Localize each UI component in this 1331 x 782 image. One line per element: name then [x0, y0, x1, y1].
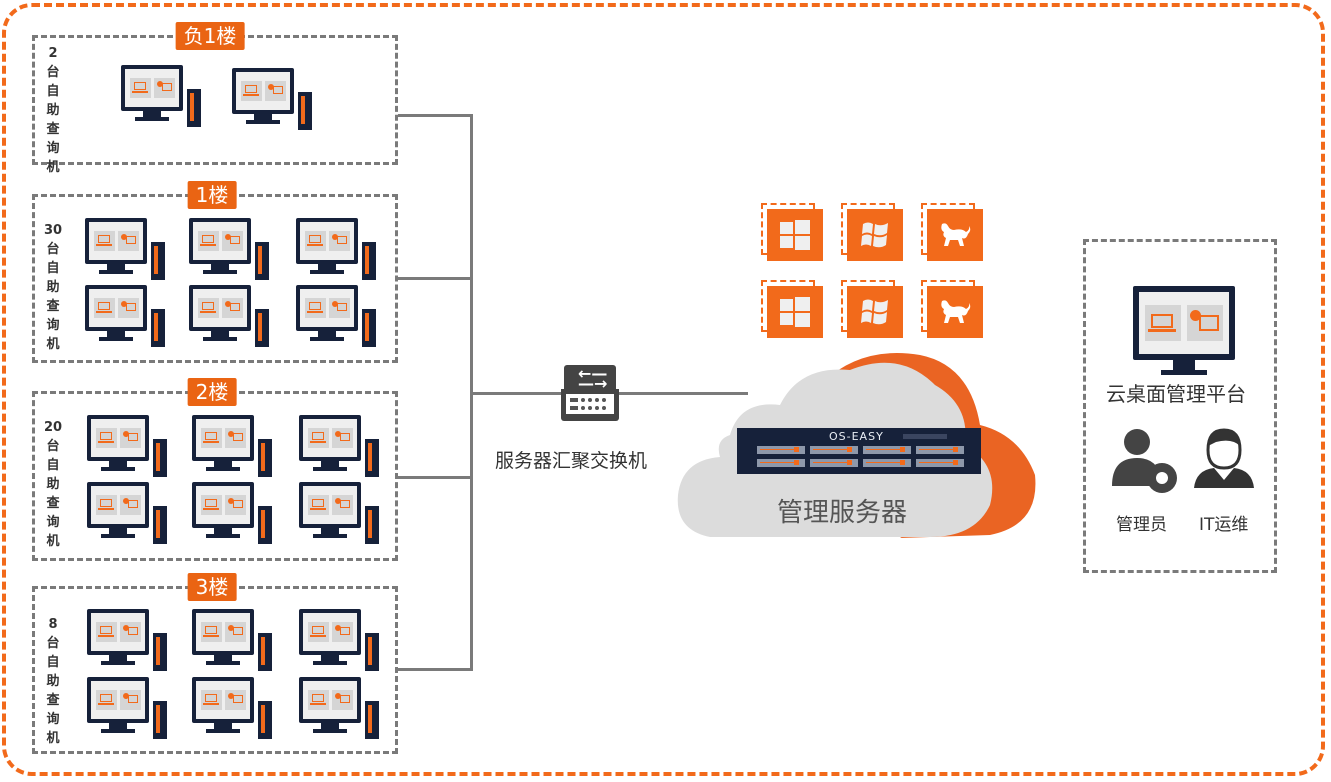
count-char: 询 [46, 712, 60, 727]
server-bay [863, 446, 911, 454]
floor-tag: 1楼 [187, 181, 237, 209]
terminal-count-label: 8 台 自 助 查 询 机 [41, 615, 65, 748]
count-char: 自 [46, 458, 60, 473]
count-char: 询 [46, 515, 60, 530]
kiosk-terminal-icon [85, 285, 171, 349]
kiosk-terminal-icon [121, 65, 207, 129]
count-char: 助 [46, 103, 60, 118]
terminal-count-label: 20 台 自 助 查 询 机 [41, 418, 65, 551]
connector-line [470, 392, 562, 395]
outer-boundary [2, 3, 1325, 776]
count-number: 2 [48, 46, 58, 61]
count-char: 台 [46, 65, 60, 80]
admin-role-label: 管理员 [1116, 515, 1167, 535]
connector-line [398, 277, 473, 280]
count-number: 30 [43, 223, 63, 238]
count-char: 询 [46, 318, 60, 333]
floor-2-group: 2楼 20 台 自 助 查 询 机 [32, 378, 398, 561]
count-char: 助 [46, 280, 60, 295]
kiosk-terminal-icon [299, 677, 385, 741]
kiosk-terminal-icon [296, 285, 382, 349]
count-number: 20 [43, 420, 63, 435]
windows-7-logo-icon [841, 280, 903, 338]
count-char: 助 [46, 674, 60, 689]
count-char: 查 [46, 122, 60, 137]
kiosk-terminal-icon [192, 609, 278, 673]
server-bay [916, 459, 964, 467]
network-switch-icon: ←— —→ [561, 365, 619, 423]
server-brand: OS-EASY [829, 430, 884, 443]
count-char: 台 [46, 242, 60, 257]
kiosk-terminal-icon [299, 609, 385, 673]
connector-line [398, 668, 473, 671]
server-bay [810, 446, 858, 454]
count-char: 机 [46, 337, 60, 352]
floor-3-group: 3楼 8 台 自 助 查 询 机 [32, 573, 398, 754]
server-bay [916, 446, 964, 454]
count-char: 台 [46, 439, 60, 454]
kiosk-terminal-icon [189, 218, 275, 282]
kiosk-terminal-icon [87, 482, 173, 546]
count-char: 自 [46, 84, 60, 99]
count-char: 自 [46, 655, 60, 670]
management-group [1083, 239, 1277, 573]
kiosk-terminal-icon [87, 415, 173, 479]
it-support-user-icon [1194, 428, 1254, 488]
floor-tag: 3楼 [187, 573, 237, 601]
windows-10-logo-icon [761, 203, 823, 261]
it-ops-role-label: IT运维 [1199, 515, 1249, 535]
switch-label: 服务器汇聚交换机 [495, 450, 648, 472]
floor-tag: 2楼 [187, 378, 237, 406]
kiosk-terminal-icon [192, 482, 278, 546]
server-label: 管理服务器 [777, 498, 908, 528]
management-console-icon [1133, 286, 1235, 376]
server-drive-slot [903, 434, 947, 439]
floor-b1-group: 负1楼 2 台 自 助 查 询 机 [32, 22, 398, 175]
count-char: 机 [46, 731, 60, 746]
kiosk-terminal-icon [296, 218, 382, 282]
terminal-count-label: 30 台 自 助 查 询 机 [41, 221, 65, 354]
count-char: 自 [46, 261, 60, 276]
kiosk-terminal-icon [232, 68, 318, 132]
windows-7-logo-icon [841, 203, 903, 261]
os-easy-server: OS-EASY [737, 428, 981, 474]
server-bay [863, 459, 911, 467]
kylin-linux-logo-icon [921, 203, 983, 261]
floor-tag: 负1楼 [175, 22, 245, 50]
admin-gear-user-icon [1112, 429, 1177, 493]
kiosk-terminal-icon [299, 482, 385, 546]
connector-line [612, 392, 748, 395]
kiosk-terminal-icon [85, 218, 171, 282]
count-char: 询 [46, 141, 60, 156]
count-char: 机 [46, 534, 60, 549]
kiosk-terminal-icon [192, 677, 278, 741]
connector-line [398, 476, 473, 479]
connector-line [398, 114, 473, 117]
windows-10-logo-icon [761, 280, 823, 338]
platform-label: 云桌面管理平台 [1106, 382, 1246, 406]
kiosk-terminal-icon [189, 285, 275, 349]
floor-1-group: 1楼 30 台 自 助 查 询 机 [32, 181, 398, 363]
count-number: 8 [48, 617, 58, 632]
terminal-count-label: 2 台 自 助 查 询 机 [41, 44, 65, 177]
kylin-linux-logo-icon [921, 280, 983, 338]
kiosk-terminal-icon [87, 609, 173, 673]
count-char: 查 [46, 299, 60, 314]
server-bay [810, 459, 858, 467]
server-bay [757, 459, 805, 467]
count-char: 查 [46, 496, 60, 511]
kiosk-terminal-icon [87, 677, 173, 741]
count-char: 机 [46, 160, 60, 175]
count-char: 查 [46, 693, 60, 708]
count-char: 助 [46, 477, 60, 492]
server-bay [757, 446, 805, 454]
count-char: 台 [46, 636, 60, 651]
kiosk-terminal-icon [299, 415, 385, 479]
kiosk-terminal-icon [192, 415, 278, 479]
